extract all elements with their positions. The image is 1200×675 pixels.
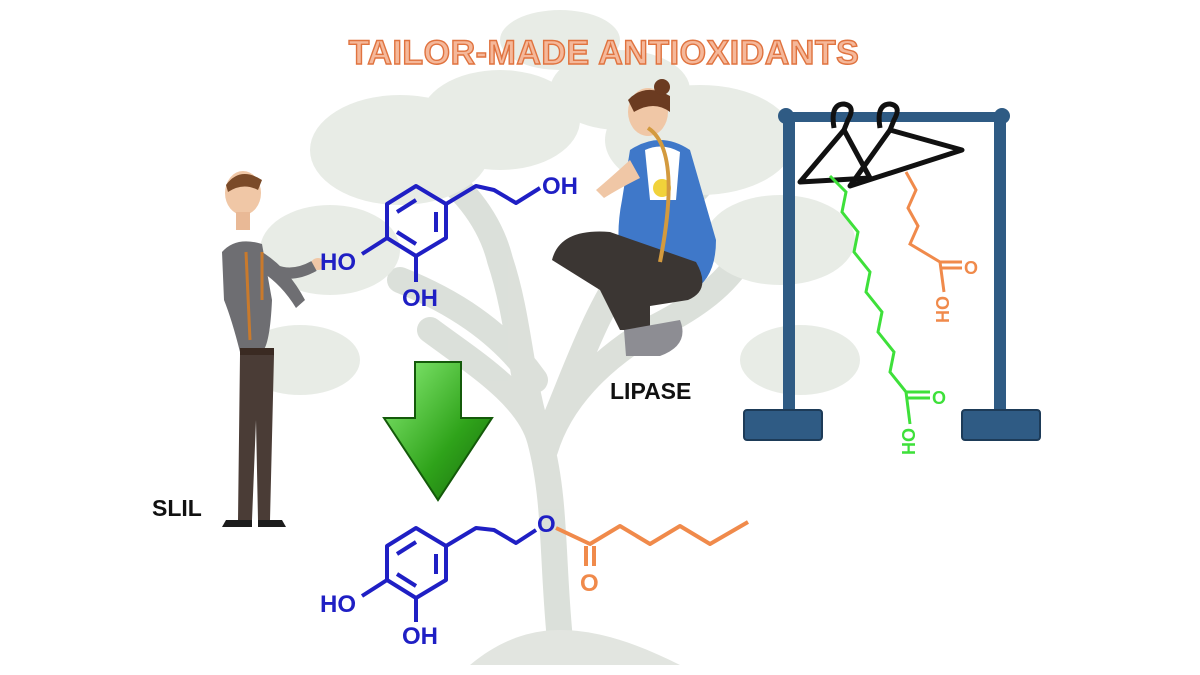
olive-tree-background: [240, 10, 860, 665]
hydroxytyrosol-molecule: [360, 184, 542, 282]
carbonyl-oxygen-label: O: [580, 570, 599, 597]
crouching-woman-illustration: [552, 79, 716, 356]
hanger-icon: [847, 101, 965, 189]
side-chain-hydroxyl-label: OH: [542, 173, 578, 200]
product-hydroxyl-left-label: HO: [320, 591, 356, 618]
long-acid-hydroxyl-label: OH: [898, 428, 918, 455]
short-fatty-acid: [904, 171, 962, 293]
ester-product-molecule: [360, 520, 750, 622]
short-acid-hydroxyl-label: OH: [932, 296, 952, 323]
short-acid-carbonyl-label: O: [964, 258, 978, 278]
figure-title: TAILOR-MADE ANTIOXIDANTS: [348, 33, 860, 72]
standing-man-illustration: [222, 171, 325, 527]
ester-oxygen-label: O: [537, 511, 556, 538]
long-acid-carbonyl-label: O: [932, 388, 946, 408]
reaction-arrow: [382, 361, 494, 502]
clothes-rack: [743, 108, 1041, 441]
lipase-label: LIPASE: [610, 378, 692, 404]
product-hydroxyl-bottom-label: OH: [402, 623, 438, 650]
ring-hydroxyl-bottom-label: OH: [402, 285, 438, 312]
long-fatty-acid: [828, 174, 930, 425]
slil-label: SLIL: [152, 495, 202, 521]
ring-hydroxyl-left-label: HO: [320, 249, 356, 276]
